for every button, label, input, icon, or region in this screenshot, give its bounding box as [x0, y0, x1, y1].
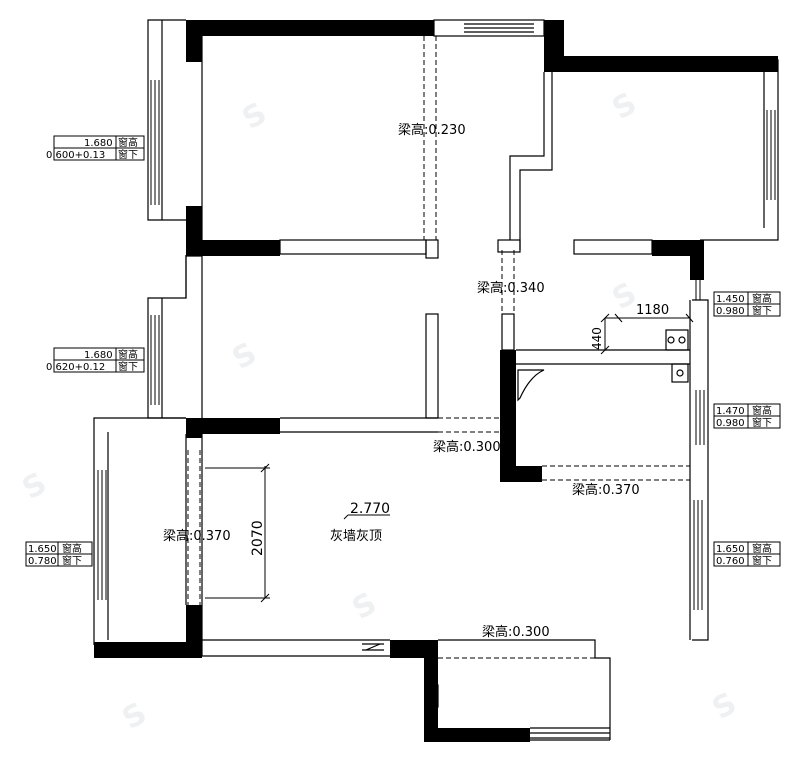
svg-text:S: S [707, 686, 743, 727]
window-table-2: 1.680 窗高 0.620+0.12 窗下 [46, 347, 145, 373]
beam-label-top: 梁高:0.230 [398, 122, 466, 138]
svg-text:1.650: 1.650 [716, 544, 745, 555]
svg-text:窗高: 窗高 [752, 292, 772, 305]
window-table-4: 1.450 窗高 0.980 窗下 [713, 291, 781, 317]
svg-text:S: S [237, 96, 273, 137]
window-table-3: 1.650 窗高 0.780 窗下 [25, 541, 93, 567]
ceiling-material: 灰墙灰顶 [330, 529, 382, 544]
svg-text:窗高: 窗高 [62, 542, 82, 555]
svg-text:窗下: 窗下 [752, 554, 772, 567]
svg-text:S: S [607, 86, 643, 127]
svg-text:0.980: 0.980 [716, 306, 745, 317]
beam-label-hall: 梁高:0.340 [477, 280, 545, 296]
svg-text:1.680: 1.680 [84, 350, 113, 361]
svg-text:S: S [227, 336, 263, 377]
svg-text:窗下: 窗下 [62, 554, 82, 567]
svg-text:0.600+0.13: 0.600+0.13 [46, 150, 105, 161]
beam-label-living: 梁高:0.300 [433, 439, 501, 455]
svg-text:1.450: 1.450 [716, 294, 745, 305]
beam-label-south: 梁高:0.300 [482, 624, 550, 640]
beam-label-west: 梁高:0.370 [163, 528, 231, 544]
dimension-lines [205, 313, 694, 603]
beam-lines [187, 36, 690, 659]
svg-text:窗高: 窗高 [118, 348, 138, 361]
svg-text:0.760: 0.760 [716, 556, 745, 567]
svg-text:1.470: 1.470 [716, 406, 745, 417]
svg-text:窗下: 窗下 [752, 416, 772, 429]
dimension-1180: 1180 [636, 303, 669, 318]
svg-text:0.980: 0.980 [716, 418, 745, 429]
interior-walls [185, 36, 691, 708]
window-table-1: 1.680 窗高 0.600+0.13 窗下 [46, 135, 145, 161]
svg-text:1.650: 1.650 [28, 544, 57, 555]
svg-text:窗下: 窗下 [118, 148, 138, 161]
window-table-6: 1.650 窗高 0.760 窗下 [713, 541, 781, 567]
svg-text:S: S [117, 696, 153, 737]
svg-text:窗高: 窗高 [118, 136, 138, 149]
watermark: S S S S S S S S [17, 86, 743, 737]
beam-label-kitchen: 梁高:0.370 [572, 482, 640, 498]
svg-text:1.680: 1.680 [84, 138, 113, 149]
window-table-5: 1.470 窗高 0.980 窗下 [713, 403, 781, 429]
svg-text:窗下: 窗下 [118, 360, 138, 373]
ceiling-level: 2.770 [350, 501, 390, 517]
svg-text:0.780: 0.780 [28, 556, 57, 567]
dimension-2070: 2070 [250, 520, 266, 556]
svg-text:S: S [347, 586, 383, 627]
svg-text:窗下: 窗下 [752, 304, 772, 317]
svg-text:窗高: 窗高 [752, 404, 772, 417]
dimension-440: 440 [590, 327, 604, 350]
svg-text:0.620+0.12: 0.620+0.12 [46, 362, 105, 373]
svg-text:窗高: 窗高 [752, 542, 772, 555]
svg-text:S: S [17, 466, 53, 507]
structural-walls [94, 20, 778, 742]
